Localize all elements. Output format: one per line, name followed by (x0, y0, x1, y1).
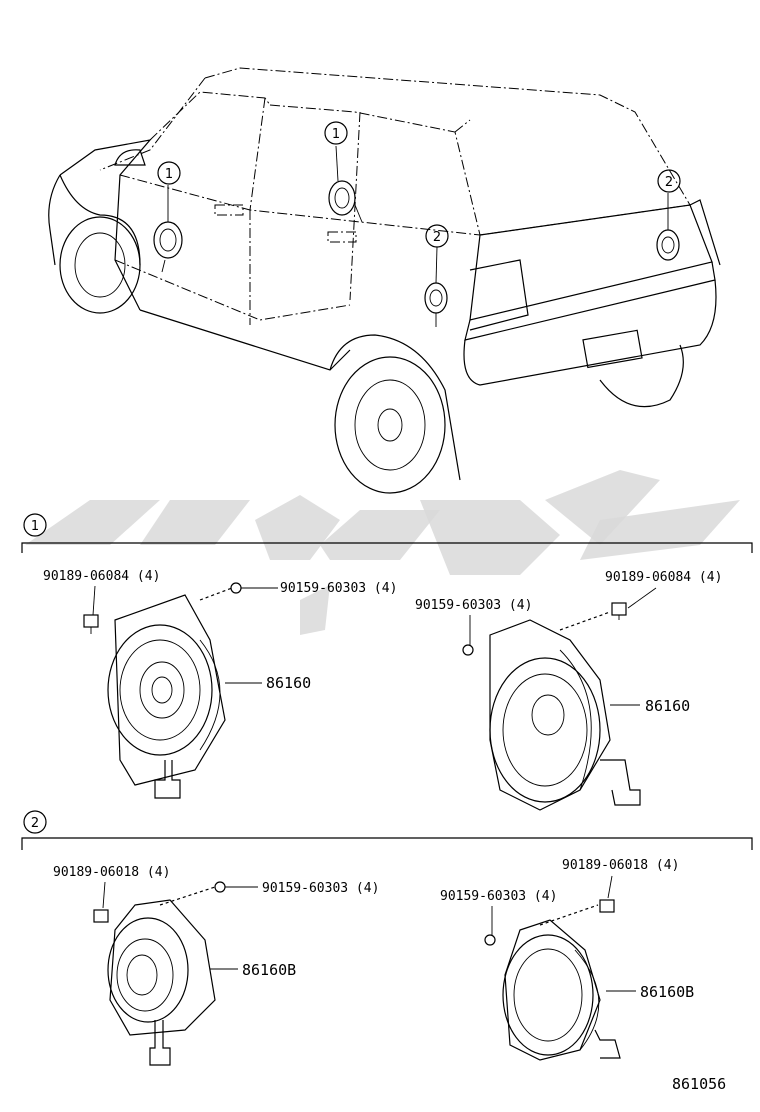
part-label-speaker: 86160 (266, 674, 311, 692)
section-2-marker: 2 (23, 810, 47, 834)
label: 1 (332, 127, 340, 142)
bolt-icon (93, 909, 109, 923)
part-label-bolt: 90189-06084 (4) (43, 569, 160, 584)
label: 1 (165, 167, 173, 182)
vehicle-speaker-front-rear-door (328, 145, 363, 223)
bolt-icon (599, 899, 615, 913)
section-1-bracket (21, 542, 753, 553)
screw-icon (230, 582, 278, 594)
label: 1 (31, 519, 39, 534)
part-label-speaker: 86160 (645, 697, 690, 715)
part-label-screw: 90159-60303 (4) (440, 889, 557, 904)
part-label-screw: 90159-60303 (4) (262, 881, 379, 896)
vehicle-speaker-rear-quarter (424, 246, 448, 327)
section-1-left-view: 90189-06084 (4) 90159-60303 (4) (43, 569, 397, 799)
label: 2 (31, 816, 39, 831)
speaker-icon (489, 619, 641, 811)
screw-icon (484, 934, 496, 946)
bolt-icon (611, 602, 627, 620)
vehicle-callout-1b: 1 (324, 121, 348, 145)
vehicle-illustration: 1 1 2 2 (48, 67, 721, 494)
diagram-id: 861056 (672, 1075, 726, 1093)
part-label-screw: 90159-60303 (4) (280, 581, 397, 596)
part-label-bolt: 90189-06018 (4) (562, 858, 679, 873)
section-1-right-view: 90189-06084 (4) 90159-60303 (4) 86160 (415, 570, 722, 811)
vehicle-callout-2a: 2 (425, 224, 449, 248)
bolt-icon (83, 614, 99, 634)
speaker-icon (107, 594, 226, 799)
section-1: 1 90189-06084 (4) 90159-60303 (4) (21, 513, 753, 811)
screw-icon (214, 881, 258, 893)
part-label-speaker: 86160B (242, 961, 296, 979)
section-2-left-view: 90189-06018 (4) 90159-60303 (4) 86160B (53, 865, 379, 1066)
speaker-icon (502, 919, 621, 1061)
vehicle-callout-2b: 2 (657, 169, 681, 193)
vehicle-callout-1a: 1 (157, 161, 181, 185)
label: 2 (665, 175, 673, 190)
screw-icon (462, 644, 474, 656)
vehicle-speaker-front-left (153, 185, 183, 273)
watermark-logo (25, 470, 740, 635)
label: 2 (433, 230, 441, 245)
speaker-icon (107, 899, 216, 1066)
section-2-right-view: 90189-06018 (4) 90159-60303 (4) 86160B (440, 858, 694, 1061)
vehicle-speaker-rear-right (656, 193, 680, 261)
part-label-screw: 90159-60303 (4) (415, 598, 532, 613)
part-label-bolt: 90189-06084 (4) (605, 570, 722, 585)
section-1-marker: 1 (23, 513, 47, 537)
part-label-speaker: 86160B (640, 983, 694, 1001)
part-label-bolt: 90189-06018 (4) (53, 865, 170, 880)
section-2-bracket (21, 837, 753, 850)
section-2: 2 90189-06018 (4) 90159-60303 (4) (21, 810, 753, 1066)
